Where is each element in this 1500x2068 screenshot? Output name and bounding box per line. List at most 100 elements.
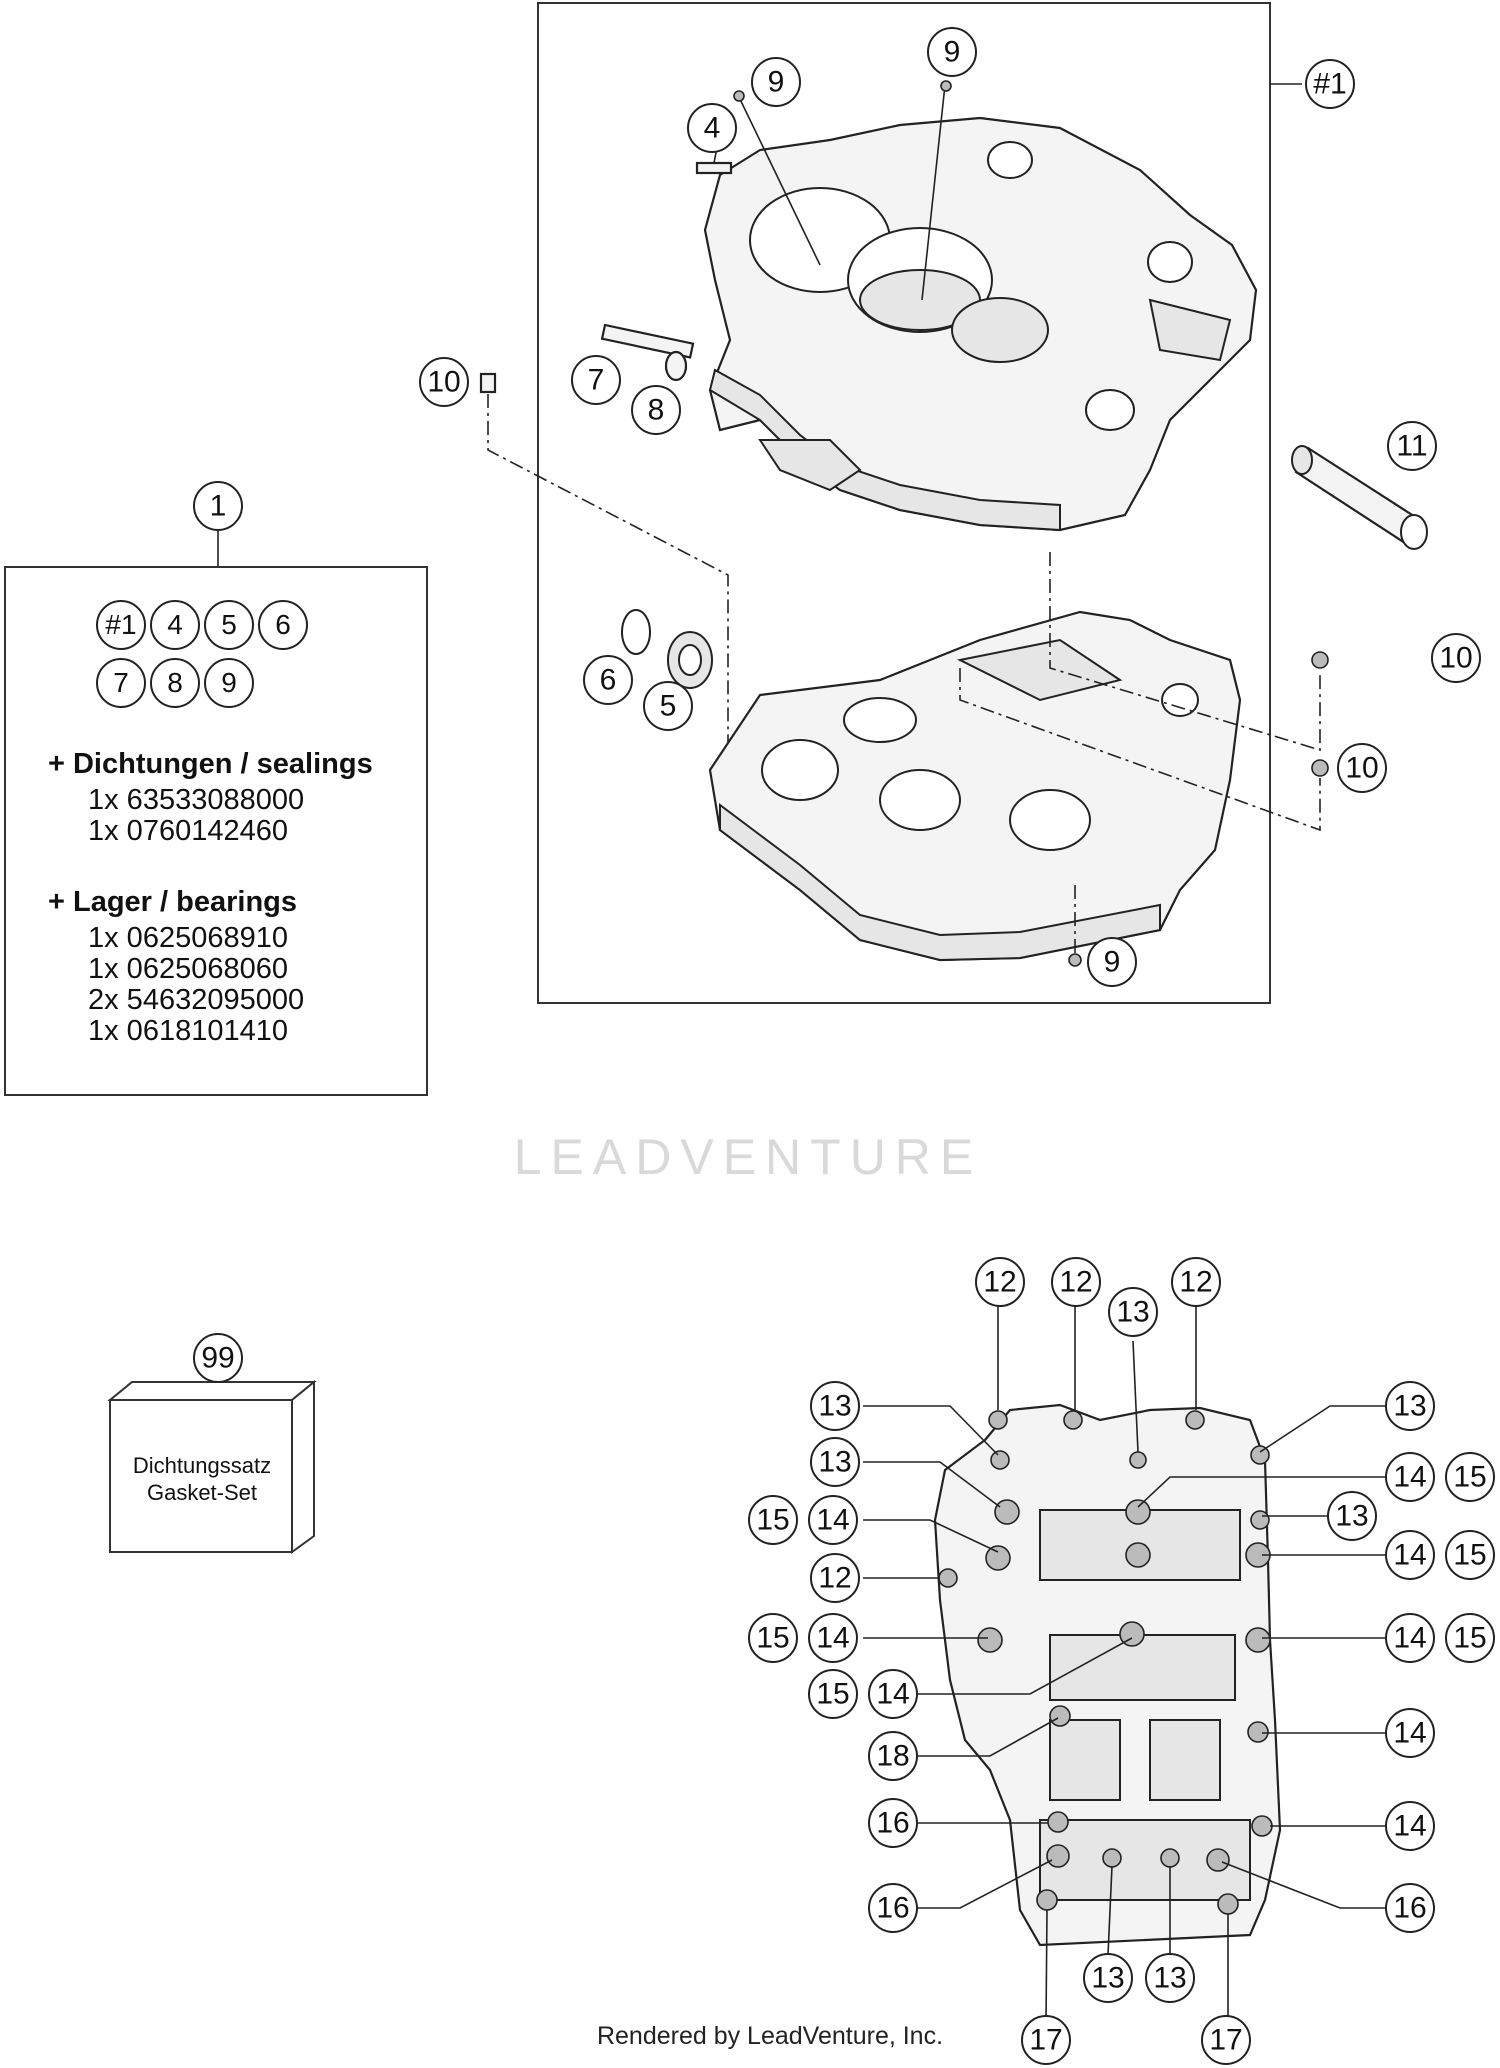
callout-17[interactable]: 17 [1021, 2015, 1071, 2065]
svg-text:14: 14 [1393, 1717, 1426, 1750]
svg-text:15: 15 [816, 1678, 849, 1711]
svg-text:#1: #1 [1313, 68, 1346, 101]
callout-6[interactable]: 6 [583, 655, 633, 705]
svg-text:13: 13 [1335, 1500, 1368, 1533]
gasket-set-label: Dichtungssatz Gasket-Set [112, 1452, 292, 1506]
callout-group-1[interactable]: #1 [1305, 59, 1355, 109]
svg-text:13: 13 [1116, 1296, 1149, 1329]
callout-13[interactable]: 13 [1108, 1287, 1158, 1337]
callout-13[interactable]: 13 [810, 1381, 860, 1431]
svg-text:12: 12 [983, 1266, 1016, 1299]
callout-14[interactable]: 14 [808, 1495, 858, 1545]
sealing-item: 1x 63533088000 [88, 784, 305, 816]
kit-ref[interactable]: 4 [150, 600, 200, 650]
callout-16[interactable]: 16 [868, 1798, 918, 1848]
svg-text:14: 14 [1393, 1539, 1426, 1572]
callout-9[interactable]: 9 [1087, 937, 1137, 987]
gasket-set-label-de: Dichtungssatz [132, 1453, 272, 1478]
callout-14[interactable]: 14 [1385, 1452, 1435, 1502]
watermark-text: LEADVENTURE [513, 1129, 983, 1185]
tube-drawing [1291, 445, 1428, 550]
callout-9[interactable]: 9 [751, 57, 801, 107]
callout-15[interactable]: 15 [808, 1669, 858, 1719]
callout-18[interactable]: 18 [868, 1731, 918, 1781]
callout-14[interactable]: 14 [1385, 1708, 1435, 1758]
svg-text:15: 15 [1453, 1539, 1486, 1572]
bottom-view-bolts [938, 1410, 1273, 1915]
callout-1[interactable]: 1 [193, 481, 243, 531]
svg-text:14: 14 [1393, 1622, 1426, 1655]
callout-14[interactable]: 14 [868, 1669, 918, 1719]
svg-text:15: 15 [756, 1622, 789, 1655]
callout-16[interactable]: 16 [1385, 1883, 1435, 1933]
svg-text:12: 12 [1059, 1266, 1092, 1299]
upper-crankcase-drawing [703, 116, 1258, 532]
kit-ref[interactable]: 7 [96, 658, 146, 708]
callout-10[interactable]: 10 [419, 357, 469, 407]
callout-10[interactable]: 10 [1337, 743, 1387, 793]
svg-text:13: 13 [818, 1390, 851, 1423]
kit-ref[interactable]: 8 [150, 658, 200, 708]
callout-15[interactable]: 15 [748, 1613, 798, 1663]
svg-text:4: 4 [704, 112, 721, 145]
lower-crankcase-drawing [708, 610, 1242, 962]
callout-13[interactable]: 13 [1145, 1953, 1195, 2003]
svg-text:17: 17 [1029, 2024, 1062, 2057]
callout-16[interactable]: 16 [868, 1883, 918, 1933]
svg-text:14: 14 [876, 1678, 909, 1711]
callout-13[interactable]: 13 [810, 1437, 860, 1487]
callout-9[interactable]: 9 [927, 27, 977, 77]
parts-kit-box [4, 566, 428, 1096]
callout-15[interactable]: 15 [748, 1495, 798, 1545]
callout-4[interactable]: 4 [687, 103, 737, 153]
callout-15[interactable]: 15 [1445, 1613, 1495, 1663]
sealing-item: 1x 0760142460 [88, 815, 288, 847]
callout-10[interactable]: 10 [1431, 633, 1481, 683]
callout-14[interactable]: 14 [1385, 1613, 1435, 1663]
callout-13[interactable]: 13 [1083, 1953, 1133, 2003]
callout-11[interactable]: 11 [1387, 421, 1437, 471]
bearing-item: 1x 0625068060 [88, 953, 288, 985]
svg-text:16: 16 [876, 1807, 909, 1840]
svg-text:12: 12 [1179, 1266, 1212, 1299]
kit-bearings: + Lager / bearings 1x 0625068910 1x 0625… [48, 886, 304, 1047]
callout-17[interactable]: 17 [1201, 2015, 1251, 2065]
bearings-heading: + Lager / bearings [48, 886, 298, 918]
svg-text:9: 9 [944, 36, 961, 69]
callout-12[interactable]: 12 [810, 1553, 860, 1603]
svg-text:14: 14 [816, 1504, 849, 1537]
crankcase-bottom-view-drawing [933, 1403, 1282, 1947]
callout-12[interactable]: 12 [975, 1257, 1025, 1307]
callout-7[interactable]: 7 [571, 355, 621, 405]
callout-14[interactable]: 14 [1385, 1530, 1435, 1580]
callout-15[interactable]: 15 [1445, 1530, 1495, 1580]
callout-13[interactable]: 13 [1385, 1381, 1435, 1431]
svg-text:14: 14 [816, 1622, 849, 1655]
svg-text:9: 9 [768, 66, 785, 99]
svg-text:13: 13 [1091, 1962, 1124, 1995]
callout-12[interactable]: 12 [1171, 1257, 1221, 1307]
svg-text:1: 1 [210, 490, 227, 523]
callout-14[interactable]: 14 [808, 1613, 858, 1663]
callout-99[interactable]: 99 [193, 1333, 243, 1383]
kit-ref[interactable]: #1 [96, 600, 146, 650]
sealings-heading: + Dichtungen / sealings [48, 748, 373, 780]
callout-12[interactable]: 12 [1051, 1257, 1101, 1307]
gasket-set-label-en: Gasket-Set [146, 1480, 258, 1505]
kit-ref[interactable]: 6 [258, 600, 308, 650]
o-ring-drawing [621, 609, 651, 655]
svg-text:13: 13 [1153, 1962, 1186, 1995]
kit-ref[interactable]: 9 [204, 658, 254, 708]
svg-text:13: 13 [818, 1446, 851, 1479]
callout-14[interactable]: 14 [1385, 1801, 1435, 1851]
kit-ref[interactable]: 5 [204, 600, 254, 650]
callout-13[interactable]: 13 [1327, 1491, 1377, 1541]
callout-15[interactable]: 15 [1445, 1452, 1495, 1502]
callout-5[interactable]: 5 [643, 681, 693, 731]
footer-credit: Rendered by LeadVenture, Inc. [596, 2022, 944, 2050]
svg-text:15: 15 [1453, 1622, 1486, 1655]
svg-text:11: 11 [1396, 430, 1427, 463]
callout-8[interactable]: 8 [631, 385, 681, 435]
